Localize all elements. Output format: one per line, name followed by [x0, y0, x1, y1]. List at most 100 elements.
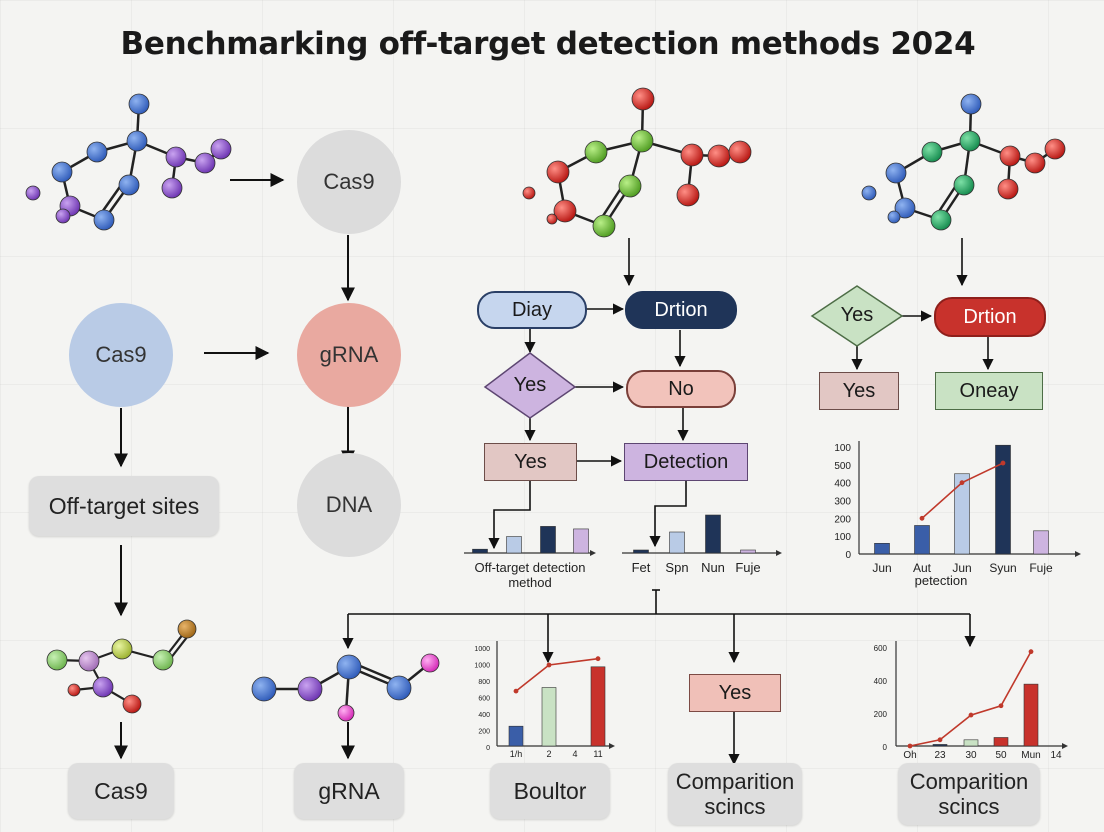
yes-box-b[interactable]: Yes [819, 372, 899, 410]
chart-4-bar-1 [508, 725, 524, 747]
chart-5-trend-point-3 [968, 712, 974, 718]
drtion-node-b[interactable]: Drtion [934, 297, 1046, 337]
yes-box-a[interactable]: Yes [484, 443, 577, 481]
chart-3-bar-5 [1033, 530, 1049, 555]
chart-4-trend-point-2 [546, 662, 552, 668]
chart-5-bar-3 [963, 739, 979, 747]
chart-2-bar-4 [740, 549, 756, 554]
comparition-node-1[interactable]: Comparition scincs [668, 763, 802, 825]
chart-5-ytick-2: 400 [874, 677, 888, 686]
chart-4-ytick-6: 1000 [474, 646, 490, 653]
chart-4-xtick-2: 2 [546, 749, 551, 759]
comparition-node-2[interactable]: Comparition scincs [898, 763, 1040, 825]
chart-1-bar-2 [506, 536, 522, 554]
chart-2-bar-2 [669, 531, 685, 554]
chart-4-x-axis-arrow [609, 743, 615, 749]
chart-3-trend-point-1 [919, 515, 925, 521]
chart-4-bar-2 [541, 687, 557, 747]
chart-4-ytick-3: 600 [478, 696, 490, 703]
chart-3-ytick-2: 200 [834, 514, 851, 525]
chart-2-xtick-2: Spn [665, 560, 688, 575]
chart-3-xtick-3: Jun [952, 561, 971, 575]
chart-5-xtick-4: 50 [995, 750, 1007, 761]
chart-4-trend-point-3 [595, 656, 601, 662]
chart-3-bar-3 [954, 473, 970, 555]
page-title: Benchmarking off-target detection method… [120, 26, 976, 62]
chart-5-trend-point-2 [937, 737, 943, 743]
chart-3-bar-4 [995, 444, 1011, 555]
chart-5-xtick-5: Mun [1021, 750, 1040, 761]
dna-node[interactable]: DNA [297, 453, 401, 557]
chart-4-bar-4 [590, 666, 606, 747]
chart-5-ytick-0: 0 [883, 743, 888, 752]
chart-4-trend-line [515, 657, 599, 692]
chart-1-xlabel-1: Off-target detection [474, 560, 585, 575]
chart-5-trend-point-5 [1028, 649, 1034, 655]
yes-node-bottom[interactable]: Yes [689, 674, 781, 712]
chart-4-xtick-4: 11 [593, 749, 602, 759]
chart-3-xtick-2: Aut [913, 561, 932, 575]
chart-5-ytick-1: 200 [874, 710, 888, 719]
chart-3-trend-point-3 [1000, 460, 1006, 466]
detection-node[interactable]: Detection [624, 443, 748, 481]
chart-3-bar-1 [874, 542, 890, 555]
chart-3-xtick-1: Jun [872, 561, 891, 575]
off-target-sites-node[interactable]: Off-target sites [29, 476, 219, 536]
chart-4-ytick-1: 200 [478, 729, 490, 736]
chart-5-xtick-3: 30 [965, 750, 977, 761]
chart-4-xtick-3: 4 [572, 749, 577, 759]
decision-diamond-flow-b [810, 285, 904, 347]
chart-1-xlabel-2: method [508, 575, 551, 590]
chart-5-bar-5 [1023, 683, 1039, 747]
chart-3-xtick-5: Fuje [1029, 561, 1053, 575]
grna-bottom-node[interactable]: gRNA [294, 763, 404, 819]
chart-5-bar-4 [993, 737, 1009, 747]
chart-1-bar-5 [573, 528, 589, 554]
chart-1-x-axis-arrow [590, 550, 596, 556]
boultor-node[interactable]: Boultor [490, 763, 610, 819]
yes-diamond-label-b: Yes [840, 304, 874, 326]
chart-4-ytick-4: 800 [478, 679, 490, 686]
chart-3-ytick-1: 100 [834, 532, 851, 543]
diay-node[interactable]: Diay [477, 291, 587, 329]
chart-2-xtick-3: Nun [701, 560, 725, 575]
cas9-top-node[interactable]: Cas9 [297, 130, 401, 234]
oneay-node[interactable]: Oneay [935, 372, 1043, 410]
connectors-flow-a [342, 238, 976, 766]
connectors-left [114, 173, 355, 760]
cas9-bottom-node[interactable]: Cas9 [68, 763, 174, 819]
chart-3-ytick-5: 500 [834, 461, 851, 472]
connectors-flow-b [851, 238, 994, 371]
chart-2-bar-1 [633, 549, 649, 554]
chart-2-x-axis-arrow [776, 550, 782, 556]
no-node[interactable]: No [626, 370, 736, 408]
chart-2-xtick-4: Fuje [735, 560, 760, 575]
molecule-1-atoms [25, 93, 232, 231]
drtion-node-a[interactable]: Drtion [625, 291, 737, 329]
chart-5-xtick-1: Oh [903, 750, 916, 761]
chart-5-xtick-2: 23 [934, 750, 946, 761]
chart-2-bar-3 [705, 514, 721, 554]
chart-5-ytick-3: 600 [874, 644, 888, 653]
chart-3-xlabel-1: petection [915, 573, 968, 588]
chart-1-bar-3 [540, 526, 556, 554]
chart-3-ytick-6: 100 [834, 443, 851, 454]
molecule-4-atoms [46, 619, 197, 714]
molecule-3-atoms [861, 93, 1066, 231]
chart-3-ytick-3: 300 [834, 497, 851, 508]
chart-3-x-axis-arrow [1075, 551, 1081, 557]
chart-3-xtick-4: Syun [989, 561, 1016, 575]
chart-3-ytick-4: 400 [834, 479, 851, 490]
molecule-5-atoms [251, 653, 440, 722]
chart-5-trend-point-4 [998, 703, 1004, 709]
chart-3-trend-point-2 [959, 480, 965, 486]
grna-node[interactable]: gRNA [297, 303, 401, 407]
cas9-node[interactable]: Cas9 [69, 303, 173, 407]
chart-5-trend-line [909, 651, 1032, 747]
chart-5-xtick-6: 14 [1050, 750, 1062, 761]
yes-diamond-label-a: Yes [513, 374, 547, 396]
chart-4-ytick-0: 0 [486, 745, 490, 752]
molecule-2-atoms [522, 87, 752, 238]
